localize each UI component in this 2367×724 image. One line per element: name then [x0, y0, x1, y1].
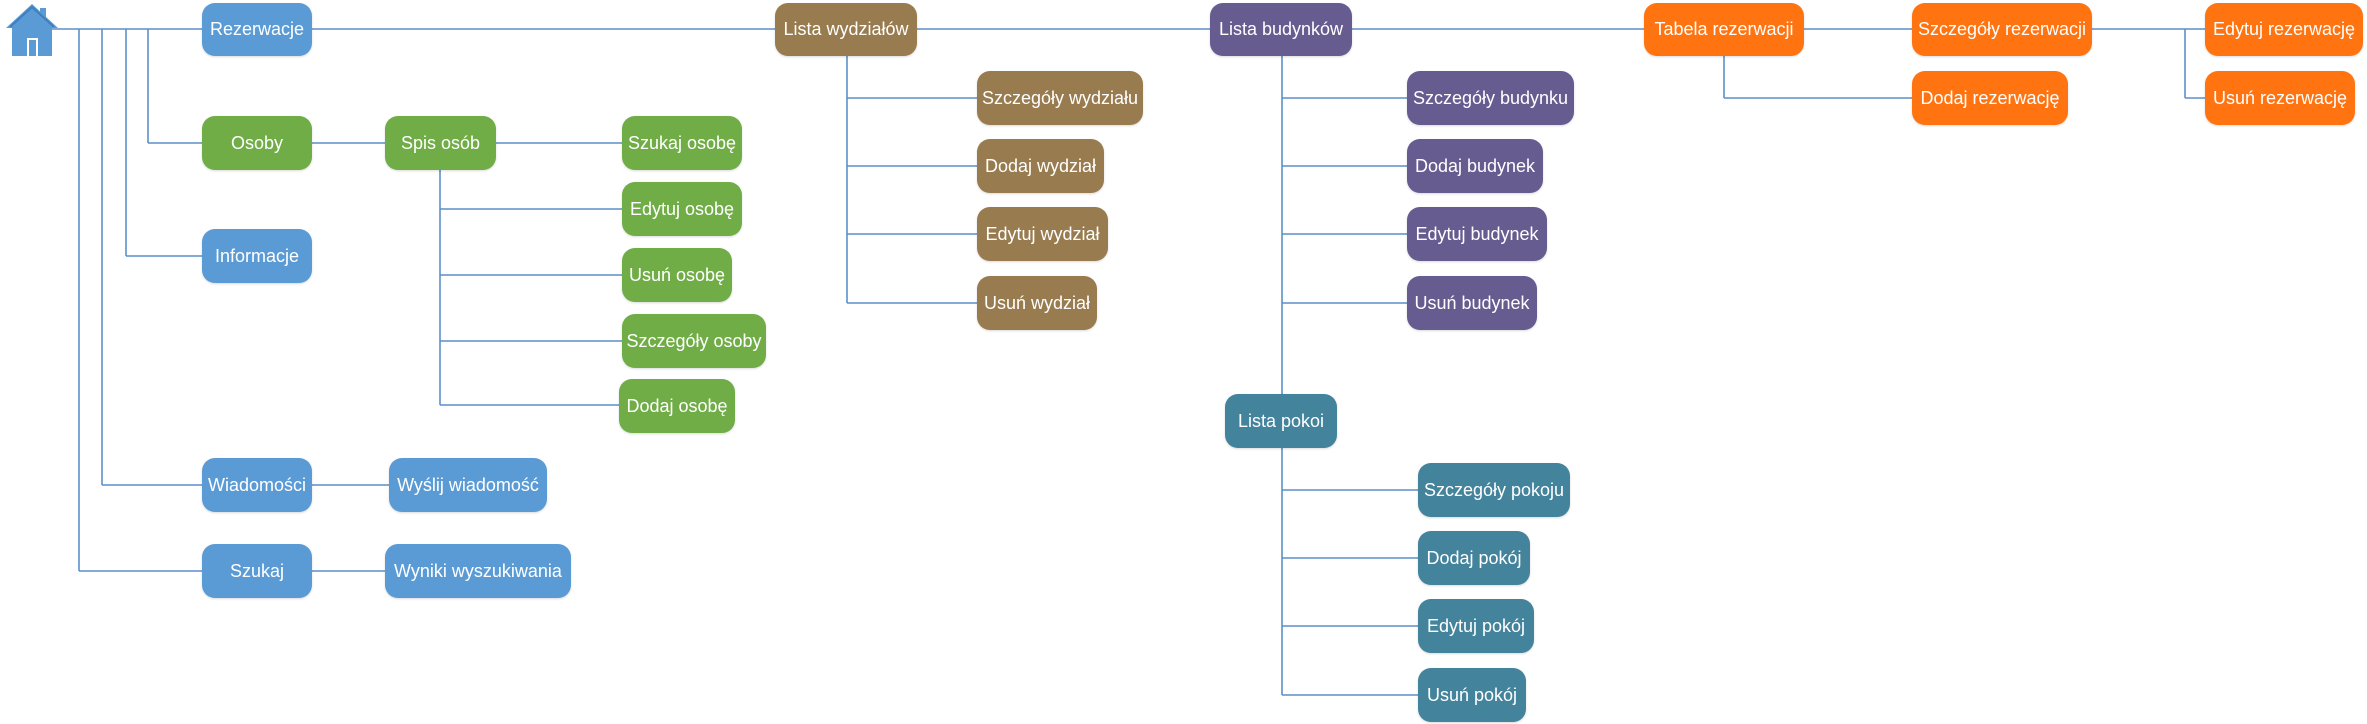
node-wyslij-wiadomosc[interactable]: Wyślij wiadomość [389, 458, 547, 512]
node-szczegoly-rezerwacji[interactable]: Szczegóły rezerwacji [1912, 3, 2092, 56]
node-rezerwacje[interactable]: Rezerwacje [202, 3, 312, 56]
node-edytuj-budynek[interactable]: Edytuj budynek [1407, 207, 1547, 261]
node-szczegoly-osoby[interactable]: Szczegóły osoby [622, 314, 766, 368]
node-wiadomosci[interactable]: Wiadomości [202, 458, 312, 512]
node-usun-rezerwacje[interactable]: Usuń rezerwację [2205, 71, 2355, 125]
node-wyniki-wyszukiwania[interactable]: Wyniki wyszukiwania [385, 544, 571, 598]
node-szukaj[interactable]: Szukaj [202, 544, 312, 598]
node-edytuj-osobe[interactable]: Edytuj osobę [622, 182, 742, 236]
home-icon[interactable] [6, 2, 58, 58]
node-usun-osobe[interactable]: Usuń osobę [622, 248, 732, 302]
node-szczegoly-budynku[interactable]: Szczegóły budynku [1407, 71, 1574, 125]
node-szczegoly-pokoju[interactable]: Szczegóły pokoju [1418, 463, 1570, 517]
node-dodaj-wydzial[interactable]: Dodaj wydział [977, 139, 1104, 193]
node-dodaj-osobe[interactable]: Dodaj osobę [619, 379, 735, 433]
node-dodaj-budynek[interactable]: Dodaj budynek [1407, 139, 1543, 193]
node-dodaj-pokoj[interactable]: Dodaj pokój [1418, 531, 1530, 585]
node-edytuj-rezerwacje[interactable]: Edytuj rezerwację [2205, 3, 2363, 56]
node-tabela-rezerwacji[interactable]: Tabela rezerwacji [1644, 3, 1804, 56]
node-usun-budynek[interactable]: Usuń budynek [1407, 276, 1537, 330]
node-lista-budynkow[interactable]: Lista budynków [1210, 3, 1352, 56]
node-dodaj-rezerwacje[interactable]: Dodaj rezerwację [1912, 71, 2068, 125]
node-informacje[interactable]: Informacje [202, 229, 312, 283]
node-osoby[interactable]: Osoby [202, 116, 312, 170]
node-szczegoly-wydzialu[interactable]: Szczegóły wydziału [977, 71, 1143, 125]
node-usun-wydzial[interactable]: Usuń wydział [977, 276, 1097, 330]
node-szukaj-osobe[interactable]: Szukaj osobę [622, 116, 742, 170]
node-lista-pokoi[interactable]: Lista pokoi [1225, 394, 1337, 448]
node-edytuj-pokoj[interactable]: Edytuj pokój [1418, 599, 1534, 653]
node-usun-pokoj[interactable]: Usuń pokój [1418, 668, 1526, 722]
node-edytuj-wydzial[interactable]: Edytuj wydział [977, 207, 1108, 261]
node-spis-osob[interactable]: Spis osób [385, 116, 496, 170]
node-lista-wydzialow[interactable]: Lista wydziałów [775, 3, 917, 56]
